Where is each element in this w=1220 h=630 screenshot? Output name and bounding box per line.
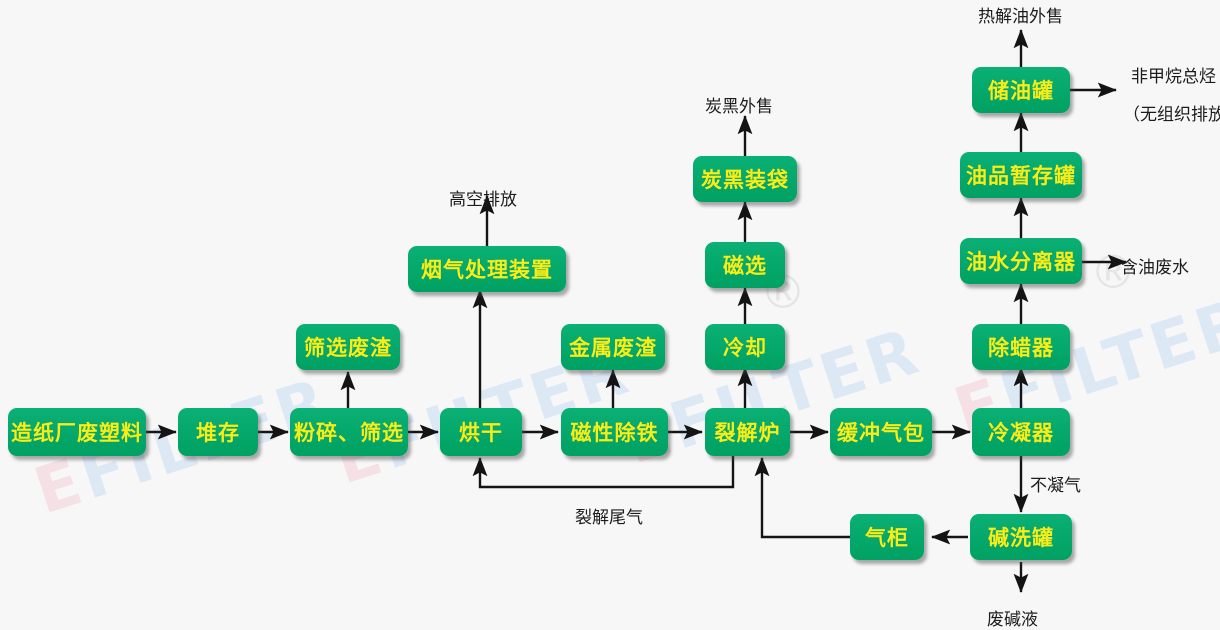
label-pyrolysis-oil-sale: 热解油外售 [978,7,1063,27]
node-flue-gas-treatment[interactable]: 烟气处理装置 [408,246,566,292]
node-alkali-wash-tank[interactable]: 碱洗罐 [970,514,1072,560]
node-waste-plastic[interactable]: 造纸厂废塑料 [8,408,146,456]
node-magnetic-iron-removal[interactable]: 磁性除铁 [561,408,668,456]
label-high-altitude-emission: 高空排放 [449,190,517,210]
node-oil-temp-storage-tank[interactable]: 油品暂存罐 [960,152,1082,198]
node-condenser[interactable]: 冷凝器 [972,408,1070,456]
node-stockpiling[interactable]: 堆存 [178,408,258,456]
label-waste-alkali-liquid: 废碱液 [987,610,1038,630]
node-metal-residue[interactable]: 金属废渣 [561,324,665,370]
label-noncondensable-gas: 不凝气 [1030,476,1081,496]
node-buffer-gas-tank[interactable]: 缓冲气包 [830,408,932,456]
node-cooling[interactable]: 冷却 [705,324,785,370]
edge-n6-n4-tailgas [472,456,735,489]
node-pyrolysis-furnace[interactable]: 裂解炉 [705,408,790,456]
node-gas-holder[interactable]: 气柜 [850,514,924,560]
label-oily-wastewater: 含油废水 [1121,258,1189,278]
node-magnetic-separation[interactable]: 磁选 [705,242,785,288]
node-carbon-black-bagging[interactable]: 炭黑装袋 [693,156,797,202]
edge-n20-n6 [754,457,850,539]
node-oil-storage-tank[interactable]: 储油罐 [972,67,1070,113]
node-crushing-screening[interactable]: 粉碎、筛选 [290,408,408,456]
node-dewaxer[interactable]: 除蜡器 [972,324,1070,370]
label-nmhc: 非甲烷总烃 [1131,67,1216,87]
node-oil-water-separator[interactable]: 油水分离器 [960,238,1082,284]
label-carbon-black-sale: 炭黑外售 [705,97,773,117]
label-pyrolysis-tail-gas: 裂解尾气 [575,508,643,528]
node-screening-residue[interactable]: 筛选废渣 [296,324,400,370]
node-drying[interactable]: 烘干 [440,408,522,456]
label-fugitive-emission: （无组织排放） [1123,105,1220,125]
